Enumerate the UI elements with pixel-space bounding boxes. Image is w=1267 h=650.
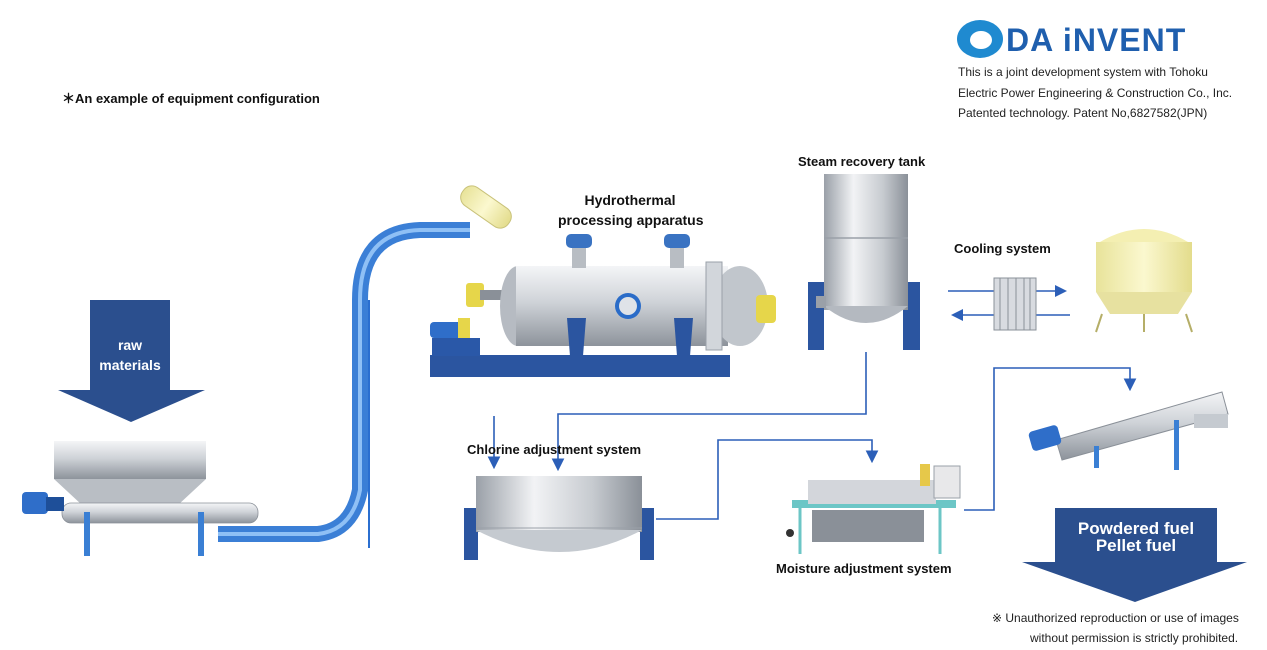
equipment-example-note: ＊An example of equipment configuration bbox=[62, 91, 320, 106]
chlorine-tank bbox=[464, 476, 654, 560]
logo-mark bbox=[957, 20, 1003, 58]
output-arrow bbox=[1022, 508, 1247, 602]
raw-materials-arrow bbox=[58, 300, 205, 422]
hydrothermal-line1: Hydrothermal bbox=[584, 192, 676, 208]
cooling-label: Cooling system bbox=[954, 241, 1051, 256]
output-conveyor bbox=[1028, 391, 1229, 470]
raw-materials-line1: raw bbox=[117, 337, 143, 353]
output-line1: Powdered fuel bbox=[1077, 519, 1195, 538]
chlorine-label: Chlorine adjustment system bbox=[467, 442, 642, 457]
output-line2: Pellet fuel bbox=[1095, 536, 1177, 555]
raw-materials-label: raw materials bbox=[90, 335, 170, 375]
output-label: Powdered fuel Pellet fuel bbox=[1055, 520, 1217, 554]
heat-exchanger bbox=[948, 277, 1070, 331]
hydrothermal-apparatus bbox=[430, 234, 776, 377]
steam-tank-label: Steam recovery tank bbox=[798, 154, 926, 169]
moisture-label: Moisture adjustment system bbox=[776, 561, 952, 576]
cooling-tower bbox=[1095, 229, 1193, 333]
company-logo: DA iNVENT bbox=[1006, 22, 1187, 58]
filter-press bbox=[786, 464, 961, 554]
copyright-line1: ※ Unauthorized reproduction or use of im… bbox=[992, 611, 1239, 625]
tube-conveyor bbox=[218, 185, 512, 548]
flow-lines bbox=[487, 352, 1137, 520]
patent-note: Patented technology. Patent No,6827582(J… bbox=[958, 106, 1208, 120]
hydrothermal-label: Hydrothermal processing apparatus bbox=[558, 190, 704, 230]
hopper-feeder bbox=[22, 441, 259, 556]
raw-materials-line2: materials bbox=[99, 357, 161, 373]
steam-recovery-tank bbox=[808, 174, 920, 350]
copyright-line2: without permission is strictly prohibite… bbox=[1030, 631, 1239, 645]
joint-dev-note-line2: Electric Power Engineering & Constructio… bbox=[958, 86, 1233, 100]
hydrothermal-line2: processing apparatus bbox=[558, 212, 704, 228]
joint-dev-note-line1: This is a joint development system with … bbox=[958, 65, 1208, 79]
